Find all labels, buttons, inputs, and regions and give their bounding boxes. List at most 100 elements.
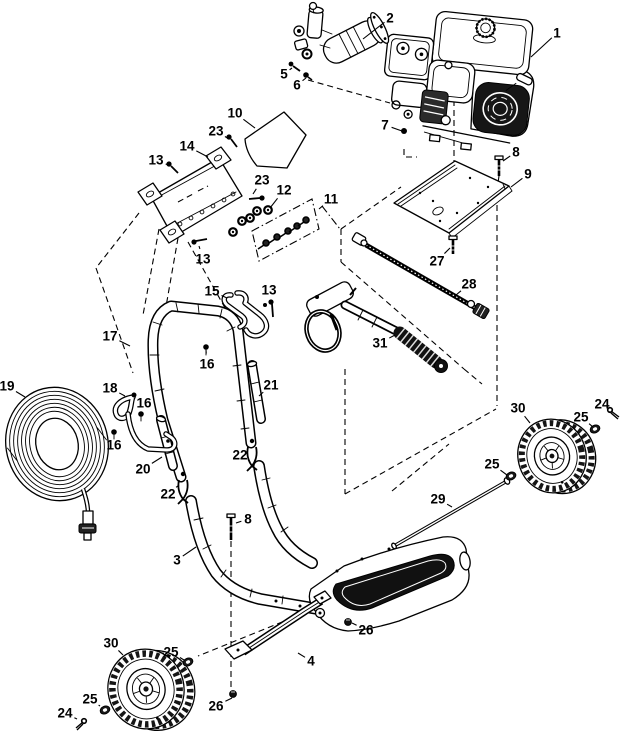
callout-number: 5 — [280, 67, 288, 82]
base-plate-illustration — [393, 160, 513, 239]
callout-leader-line — [74, 717, 78, 720]
callout-number: 21 — [263, 378, 279, 393]
grip-illustration — [155, 360, 266, 471]
callout-6: 6 — [293, 78, 307, 93]
callout-number: 8 — [244, 512, 252, 527]
callout-11: 11 — [318, 192, 339, 210]
left-wheel-illustration — [107, 648, 196, 731]
callout-leader-line — [179, 657, 185, 661]
callout-22: 22 — [160, 484, 180, 502]
callout-29: 29 — [430, 492, 453, 508]
callout-16: 16 — [136, 396, 152, 411]
callout-21: 21 — [258, 378, 279, 397]
callout-number: 9 — [524, 167, 532, 182]
callout-leader-line — [446, 503, 453, 508]
callout-leader-line — [510, 177, 523, 188]
callout-leader-line — [225, 697, 233, 702]
callout-30: 30 — [510, 401, 531, 424]
callout-18: 18 — [102, 381, 126, 397]
callout-number: 25 — [484, 457, 500, 472]
callout-number: 17 — [102, 329, 117, 344]
callout-leader-line — [524, 415, 531, 424]
callout-23: 23 — [208, 124, 230, 140]
callout-leader-line — [455, 290, 462, 296]
callout-number: 29 — [430, 492, 445, 507]
callout-leader-line — [391, 126, 403, 132]
axle-illustration — [391, 477, 511, 550]
pump-illustration — [293, 1, 390, 64]
callout-leader-line — [500, 469, 508, 476]
callout-number: 22 — [232, 448, 247, 463]
callout-leader-line — [530, 37, 553, 58]
callout-number: 23 — [208, 124, 224, 139]
callout-leader-line — [609, 411, 612, 414]
callout-leader-line — [118, 650, 124, 656]
callout-number: 15 — [204, 284, 220, 299]
callout-leader-line — [269, 197, 278, 209]
callout-number: 8 — [512, 145, 520, 160]
washer-icon — [99, 424, 601, 715]
cotter-pin-icon — [75, 406, 620, 731]
spray-gun-illustration — [304, 281, 448, 373]
callout-number: 16 — [106, 438, 122, 453]
callout-26: 26 — [208, 697, 233, 714]
callout-leader-line — [588, 423, 594, 428]
callout-16: 16 — [199, 349, 215, 372]
callout-5: 5 — [280, 67, 293, 82]
callout-leader-line — [289, 67, 293, 71]
callout-leader-line — [165, 163, 169, 166]
callout-20: 20 — [135, 456, 163, 477]
hook-illustration — [221, 290, 270, 339]
callout-8: 8 — [502, 145, 520, 162]
callout-leader-line — [389, 334, 396, 339]
callout-number: 24 — [57, 706, 73, 721]
callout-number: 4 — [307, 654, 315, 669]
callout-30: 30 — [103, 636, 124, 656]
callout-25: 25 — [573, 410, 594, 428]
callout-number: 25 — [82, 692, 98, 707]
callout-leader-line — [502, 155, 511, 162]
callout-10: 10 — [227, 106, 256, 129]
callout-number: 26 — [358, 623, 374, 638]
callout-number: 12 — [276, 183, 291, 198]
callout-27: 27 — [429, 247, 451, 269]
callout-number: 25 — [573, 410, 589, 425]
callout-7: 7 — [381, 118, 403, 133]
frame-illustration — [185, 460, 471, 632]
callout-leader-line — [15, 391, 26, 398]
foot-bracket-illustration — [224, 590, 332, 660]
callout-number: 24 — [594, 397, 610, 412]
callout-number: 1 — [553, 26, 561, 41]
decal-illustration — [244, 111, 307, 169]
callout-26: 26 — [351, 623, 374, 638]
callout-8: 8 — [235, 512, 252, 527]
callout-leader-line — [182, 546, 197, 557]
callout-12: 12 — [269, 183, 292, 209]
fastener-kit-illustration — [251, 198, 320, 262]
callout-16: 16 — [106, 434, 122, 453]
callout-1: 1 — [530, 26, 561, 58]
callout-leader-line — [362, 21, 385, 40]
callout-leader-line — [151, 456, 163, 464]
callout-leader-line — [444, 247, 451, 254]
callout-leader-line — [98, 704, 101, 707]
callout-15: 15 — [204, 284, 228, 299]
callout-number: 22 — [160, 487, 175, 502]
callout-14: 14 — [179, 139, 209, 158]
callout-number: 27 — [429, 254, 444, 269]
hose-hook-illustration — [112, 392, 178, 453]
engine-illustration — [383, 10, 535, 151]
callout-31: 31 — [372, 334, 396, 351]
callout-number: 25 — [163, 645, 179, 660]
callout-4: 4 — [297, 652, 315, 669]
callout-22: 22 — [232, 448, 247, 463]
callout-3: 3 — [173, 546, 197, 568]
callout-leader-line — [243, 118, 256, 129]
callout-number: 13 — [148, 153, 164, 168]
callout-number: 30 — [103, 636, 118, 651]
callout-number: 19 — [0, 379, 15, 394]
callout-28: 28 — [455, 277, 477, 296]
